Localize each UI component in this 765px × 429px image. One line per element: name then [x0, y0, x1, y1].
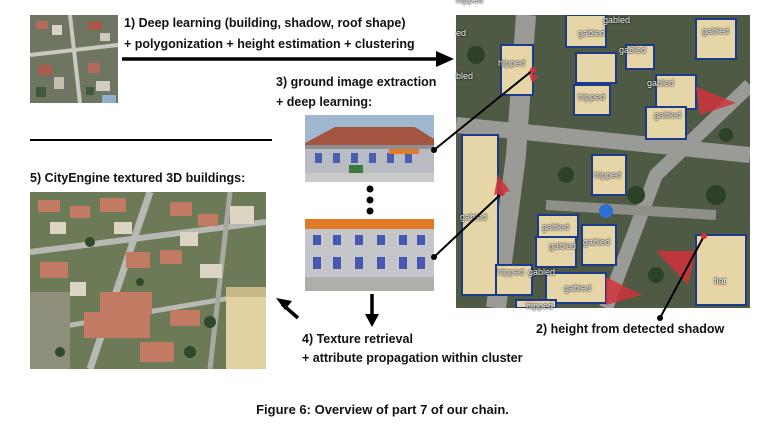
roof-label: hipped — [578, 92, 606, 102]
roof-label: hipped — [594, 170, 622, 180]
ellipsis-dots — [366, 185, 374, 215]
step5-title: 5) CityEngine textured 3D buildings: — [30, 171, 246, 185]
detection-aerial-image: gabled gabled gabled hipped hipped gable… — [456, 0, 750, 311]
step1-title: 1) Deep learning (building, shadow, roof… — [124, 16, 406, 30]
roof-label: gabled — [583, 237, 611, 247]
roof-label: hipped — [498, 58, 526, 68]
input-aerial-image — [30, 15, 118, 103]
roof-label: ed — [456, 28, 467, 38]
figure-caption: Figure 6: Overview of part 7 of our chai… — [256, 402, 509, 417]
step3-subtitle: + deep learning: — [276, 95, 373, 109]
step4-subtitle: + attribute propagation within cluster — [302, 351, 523, 365]
step3-title: 3) ground image extraction — [276, 75, 437, 89]
ground-image-1 — [305, 115, 434, 182]
step1-subtitle: + polygonization + height estimation + c… — [124, 37, 415, 51]
divider-line — [30, 139, 272, 141]
arrow-step1 — [122, 51, 454, 67]
step2-title: 2) height from detected shadow — [536, 322, 725, 336]
roof-label: gabled — [647, 78, 675, 88]
roof-label: gabled — [564, 283, 592, 293]
roof-label: hipped — [456, 0, 484, 5]
roof-label: gabled — [603, 15, 631, 25]
roof-label: gabled — [654, 110, 682, 120]
step4-title: 4) Texture retrieval — [302, 332, 413, 346]
roof-label: gabled — [702, 26, 730, 36]
roof-label: gabled — [460, 212, 488, 222]
roof-label: hipped — [497, 267, 525, 277]
cityengine-3d-view — [30, 192, 266, 369]
roof-label: flat — [714, 276, 727, 286]
roof-label: gabled — [619, 45, 647, 55]
roof-label: gabled — [549, 241, 577, 251]
roof-label: gabled — [542, 222, 570, 232]
roof-label: gabled — [528, 267, 556, 277]
roof-label: gabled — [578, 28, 606, 38]
ground-image-2 — [305, 219, 434, 291]
roof-label: bled — [456, 71, 474, 81]
roof-label: hipped — [526, 301, 554, 311]
